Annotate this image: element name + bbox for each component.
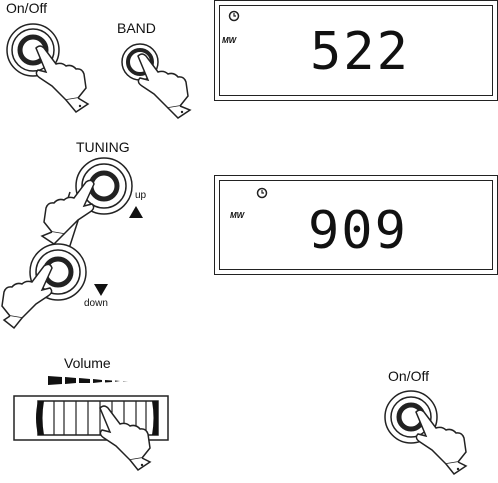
pressing-hand-icon	[0, 262, 70, 332]
clock-icon	[256, 187, 268, 199]
band-indicator: MW	[222, 36, 236, 45]
frequency-readout: 522	[310, 26, 410, 78]
volume-label: Volume	[64, 355, 111, 371]
frequency-readout: 909	[308, 205, 408, 257]
volume-level-wedge-icon	[48, 374, 138, 388]
down-label: down	[84, 298, 108, 309]
pressing-hand-icon	[96, 404, 166, 474]
pressing-hand-icon	[30, 42, 100, 112]
lcd-display-1: MW 522	[214, 0, 498, 101]
clock-icon	[228, 10, 240, 22]
lcd-display-2-window: MW 909	[219, 180, 493, 270]
onoff-label-bottom: On/Off	[388, 368, 429, 384]
onoff-label-top: On/Off	[6, 0, 47, 16]
pressing-hand-icon	[134, 52, 204, 122]
lcd-display-1-window: MW 522	[219, 5, 493, 96]
triangle-up-icon	[129, 206, 145, 220]
pressing-hand-icon	[412, 408, 482, 478]
pressing-hand-icon	[36, 178, 116, 248]
lcd-display-2: MW 909	[214, 175, 498, 275]
triangle-down-icon	[94, 284, 110, 298]
up-label: up	[135, 190, 146, 201]
band-indicator: MW	[230, 211, 244, 220]
band-label: BAND	[117, 20, 156, 36]
